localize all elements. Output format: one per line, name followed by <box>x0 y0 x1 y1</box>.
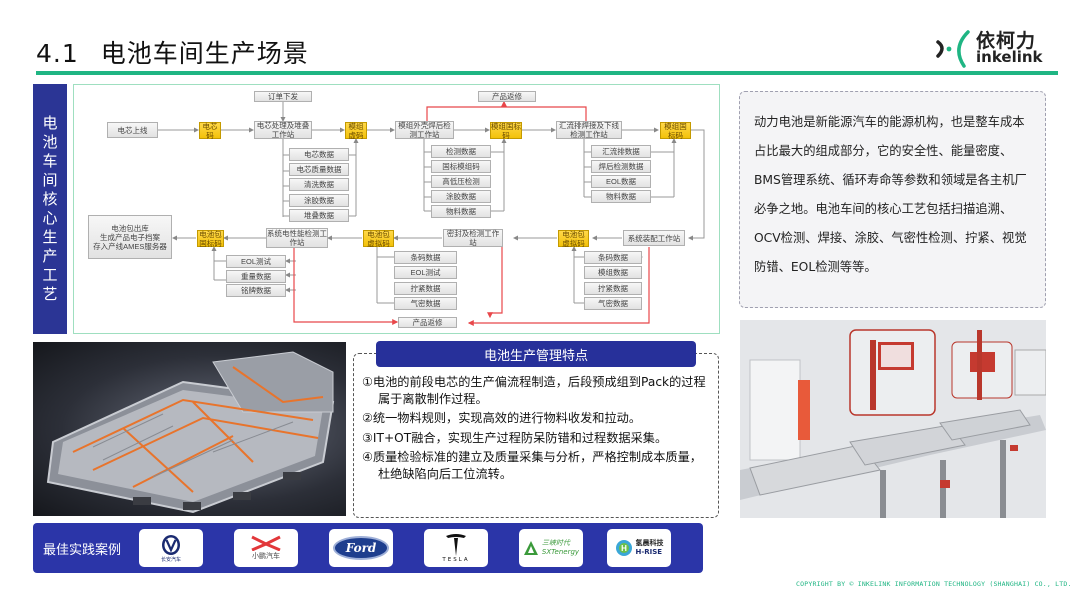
sidebar-char: 核 <box>42 190 58 208</box>
copyright-footer: COPYRIGHT BY © INKELINK INFORMATION TECH… <box>796 580 1072 588</box>
tesla-logo-icon <box>446 534 466 556</box>
inkelink-logo-icon <box>936 30 970 68</box>
feature-item: ②统一物料规则，实现高效的进行物料收发和拉动。 <box>362 411 642 425</box>
process-flow-diagram: 订单下发 电芯上线 电芯码 电芯处理及堆叠工作站 模组虚码 模组外壳焊后检测工作… <box>73 84 720 334</box>
perf-data-box: 重量数据 <box>226 269 286 283</box>
perf-data-box: 铭牌数据 <box>226 284 286 297</box>
ford-logo-icon: Ford <box>333 536 389 560</box>
feature-item: ①电池的前段电芯的生产偏流程制造，后段预成组到Pack的过程属于离散制作过程。 <box>362 375 706 406</box>
sidebar-char: 工 <box>42 266 58 284</box>
pack-virtual-code-1-box: 电池包虚拟码 <box>363 230 394 248</box>
perf-data-box: EOL测试 <box>226 255 286 268</box>
order-issue-box: 订单下发 <box>254 91 312 102</box>
rework-top-box: 产品返修 <box>478 91 536 102</box>
weld-data-box: 检测数据 <box>431 145 491 158</box>
assembly-data-box: 模组数据 <box>584 266 642 280</box>
module-national-code-1-box: 模组国标码 <box>490 121 522 140</box>
process-sidebar-label: 电池车间核心生产工艺 <box>33 84 67 334</box>
sidebar-char: 心 <box>42 209 58 227</box>
battery-production-line-image <box>740 320 1046 518</box>
brand-changan: 长安汽车 <box>139 529 203 567</box>
busbar-data-box: 汇流排数据 <box>591 145 651 158</box>
seal-data-box: 拧紧数据 <box>394 281 457 295</box>
weld-data-box: 涂胶数据 <box>431 190 491 203</box>
seal-data-box: 条码数据 <box>394 251 457 264</box>
sidebar-char: 艺 <box>42 285 58 303</box>
features-title: 电池生产管理特点 <box>376 341 696 367</box>
pack-out-box: 电池包出库 生成产品电子档案 存入产线AMES服务器 <box>88 215 172 259</box>
stack-data-box: 涂胶数据 <box>289 193 349 207</box>
weld-data-box: 国标模组码 <box>431 160 491 173</box>
stack-data-box: 堆叠数据 <box>289 208 349 222</box>
feature-item: ④质量检验标准的建立及质量采集与分析，严格控制成本质量，杜绝缺陷向后工位流转。 <box>362 450 702 481</box>
changan-logo-icon <box>162 534 180 555</box>
cell-code-box: 电芯码 <box>199 122 221 140</box>
sidebar-char: 车 <box>42 152 58 170</box>
stack-station-box: 电芯处理及堆叠工作站 <box>254 121 312 139</box>
xpeng-logo-icon <box>251 535 281 551</box>
stack-data-box: 电芯质量数据 <box>289 163 349 177</box>
intro-text: 动力电池是新能源汽车的能源机构，也是整车成本占比最大的组成部分，它的安全性、能量… <box>754 115 1027 274</box>
battery-pack-image <box>33 342 346 516</box>
brand-tesla: TESLA <box>424 529 488 567</box>
cases-label: 最佳实践案例 <box>43 543 122 558</box>
rework-bottom-box: 产品返修 <box>398 317 457 328</box>
stack-data-box: 电芯数据 <box>289 148 349 161</box>
shell-weld-station-box: 模组外壳焊后检测工作站 <box>395 121 454 139</box>
sxtenergy-logo-icon <box>523 541 538 555</box>
stack-data-box: 清洗数据 <box>289 178 349 192</box>
sidebar-char: 池 <box>42 133 58 151</box>
sidebar-char: 电 <box>42 114 58 132</box>
seal-data-box: 气密数据 <box>394 296 457 310</box>
hrise-logo-icon: H <box>615 540 632 556</box>
assembly-data-box: 拧紧数据 <box>584 281 642 295</box>
assembly-data-box: 气密数据 <box>584 296 642 310</box>
sidebar-char: 产 <box>42 247 58 265</box>
busbar-data-box: 焊后检测数据 <box>591 160 651 173</box>
feature-item: ③IT+OT融合，实现生产过程防呆防错和过程数据采集。 <box>362 430 668 445</box>
assembly-station-box: 系统装配工作站 <box>623 230 685 246</box>
company-logo: 依柯力 inkelink <box>930 26 1060 68</box>
seal-station-box: 密封及检测工作站 <box>443 229 503 247</box>
module-national-code-2-box: 模组国标码 <box>660 122 691 140</box>
features-list: ①电池的前段电芯的生产偏流程制造，后段预成组到Pack的过程属于离散制作过程。 ②… <box>362 374 712 485</box>
sidebar-char: 生 <box>42 228 58 246</box>
battery-intro-panel: 动力电池是新能源汽车的能源机构，也是整车成本占比最大的组成部分，它的安全性、能量… <box>739 91 1046 308</box>
brand-ford: Ford <box>329 529 393 567</box>
cell-online-box: 电芯上线 <box>107 122 158 138</box>
svg-text:H: H <box>621 544 627 553</box>
module-virtual-code-box: 模组虚码 <box>345 122 367 140</box>
pack-virtual-code-2-box: 电池包虚拟码 <box>558 230 589 248</box>
brand-xpeng: 小鹏汽车 <box>234 529 298 567</box>
weld-data-box: 高低压检测 <box>431 175 491 188</box>
sidebar-char: 间 <box>42 171 58 189</box>
assembly-data-box: 条码数据 <box>584 251 642 264</box>
busbar-data-box: EOL数据 <box>591 175 651 188</box>
pack-national-code-box: 电池包国标码 <box>197 230 224 248</box>
busbar-station-box: 汇流排焊接及下线检测工作站 <box>556 121 622 139</box>
weld-data-box: 物料数据 <box>431 205 491 218</box>
seal-data-box: EOL测试 <box>394 266 457 280</box>
title-divider <box>36 71 1058 75</box>
busbar-data-box: 物料数据 <box>591 190 651 203</box>
system-perf-station-box: 系统电性能检测工作站 <box>266 228 328 248</box>
